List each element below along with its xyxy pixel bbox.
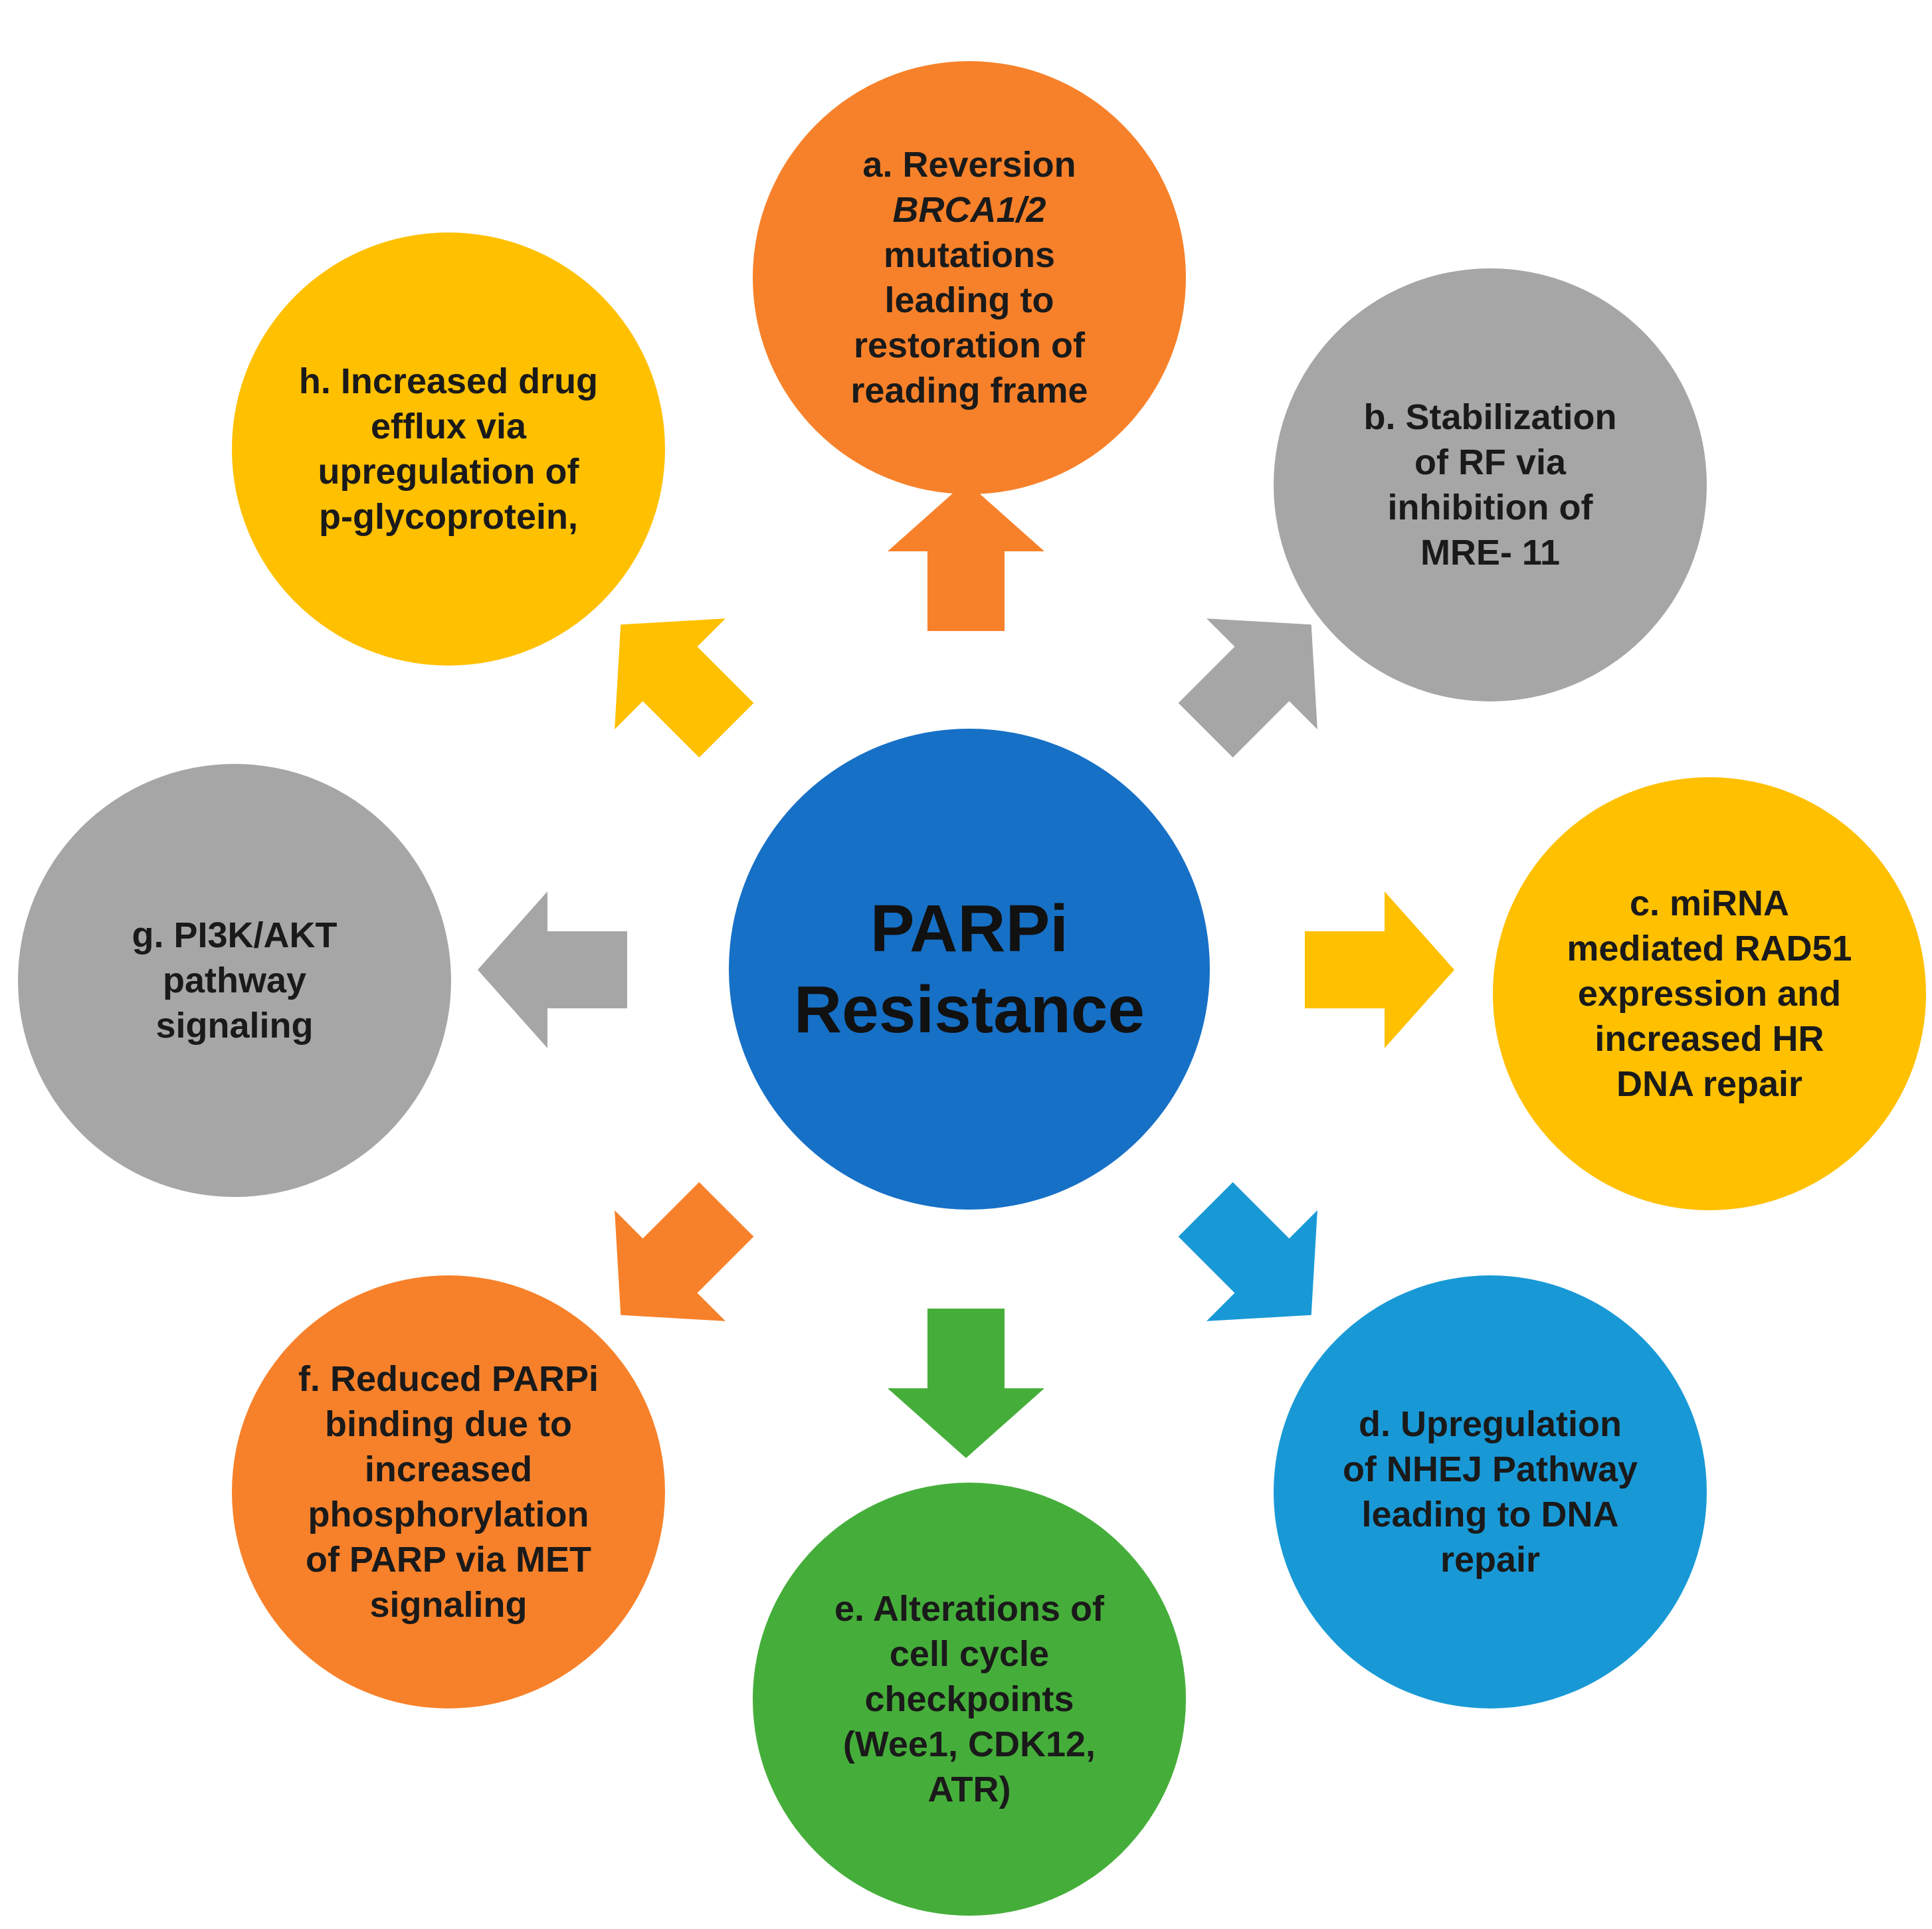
mechanism-a-line-3: mutations xyxy=(883,235,1055,275)
mechanism-a-line-5: restoration of xyxy=(853,325,1085,365)
mechanism-c-line-5: DNA repair xyxy=(1616,1064,1803,1104)
arrow-to-mechanism-b xyxy=(1178,618,1317,758)
mechanism-f-circle: f. Reduced PARPi binding due to increase… xyxy=(232,1275,665,1708)
mechanism-c-circle: c. miRNA mediated RAD51 expression and i… xyxy=(1493,777,1926,1210)
mechanism-h-line-2: efflux via xyxy=(370,407,527,446)
arrow-to-mechanism-a xyxy=(888,482,1044,631)
mechanism-g-line-1: g. PI3K/AKT xyxy=(132,915,338,955)
center-title: PARPi Resistance xyxy=(794,888,1145,1050)
mechanism-a-circle: a. Reversion BRCA1/2 mutations leading t… xyxy=(753,61,1186,494)
mechanism-c-line-1: c. miRNA xyxy=(1629,883,1790,923)
arrow-to-mechanism-d xyxy=(1178,1182,1317,1321)
mechanism-g-line-2: pathway xyxy=(162,961,307,1000)
arrow-to-mechanism-c xyxy=(1305,891,1454,1048)
mechanism-b-line-4: MRE- 11 xyxy=(1420,533,1561,573)
mechanism-b-line-2: of RF via xyxy=(1414,442,1566,482)
mechanism-c-line-4: increased HR xyxy=(1594,1019,1824,1059)
mechanism-e-line-1: e. Alterations of xyxy=(834,1589,1105,1629)
mechanism-h-text: h. Increased drug efflux via upregulatio… xyxy=(280,359,618,539)
mechanism-g-line-3: signaling xyxy=(155,1006,314,1046)
mechanism-b-circle: b. Stabilization of RF via inhibition of… xyxy=(1274,268,1707,701)
mechanism-d-line-4: repair xyxy=(1440,1540,1541,1580)
mechanism-f-line-3: increased xyxy=(364,1449,533,1489)
mechanism-b-line-3: inhibition of xyxy=(1387,488,1593,527)
arrow-to-mechanism-f xyxy=(615,1182,754,1321)
arrow-to-mechanism-h xyxy=(615,618,754,758)
mechanism-a-line-4: leading to xyxy=(884,280,1054,320)
mechanism-d-text: d. Upregulation of NHEJ Pathway leading … xyxy=(1321,1402,1660,1582)
mechanism-f-line-1: f. Reduced PARPi xyxy=(298,1359,599,1399)
mechanism-c-text: c. miRNA mediated RAD51 expression and i… xyxy=(1541,881,1879,1107)
mechanism-d-line-3: leading to DNA xyxy=(1361,1495,1619,1534)
mechanism-f-line-4: phosphorylation xyxy=(308,1495,589,1534)
mechanism-h-line-1: h. Increased drug xyxy=(298,361,599,401)
arrow-to-mechanism-g xyxy=(478,891,627,1048)
center-circle: PARPi Resistance xyxy=(729,729,1210,1210)
mechanism-f-line-6: signaling xyxy=(369,1585,528,1625)
mechanism-e-text: e. Alterations of cell cycle checkpoints… xyxy=(801,1586,1139,1812)
mechanism-d-circle: d. Upregulation of NHEJ Pathway leading … xyxy=(1274,1275,1707,1708)
mechanism-h-circle: h. Increased drug efflux via upregulatio… xyxy=(232,232,665,666)
mechanism-b-line-1: b. Stabilization xyxy=(1363,397,1617,437)
mechanism-e-line-5: ATR) xyxy=(927,1770,1011,1809)
mechanism-f-line-5: of PARP via MET xyxy=(305,1540,592,1580)
mechanism-a-text: a. Reversion BRCA1/2 mutations leading t… xyxy=(801,142,1139,413)
mechanism-a-line-1: a. Reversion xyxy=(862,145,1076,185)
mechanism-c-line-2: mediated RAD51 xyxy=(1567,929,1852,968)
mechanism-f-text: f. Reduced PARPi binding due to increase… xyxy=(280,1356,618,1627)
mechanism-a-line-6: reading frame xyxy=(850,371,1088,411)
mechanism-e-line-4: (Wee1, CDK12, xyxy=(842,1724,1096,1764)
mechanism-e-line-2: cell cycle xyxy=(889,1634,1050,1674)
mechanism-g-circle: g. PI3K/AKT pathway signaling xyxy=(18,764,451,1197)
mechanism-c-line-3: expression and xyxy=(1577,974,1842,1014)
center-title-line-2: Resistance xyxy=(793,972,1145,1047)
center-title-line-1: PARPi xyxy=(870,891,1069,966)
mechanism-h-line-4: p-glycoprotein, xyxy=(318,497,578,537)
arrow-to-mechanism-e xyxy=(888,1309,1044,1458)
mechanism-a-line-2: BRCA1/2 xyxy=(892,190,1046,230)
mechanism-e-circle: e. Alterations of cell cycle checkpoints… xyxy=(753,1483,1186,1916)
mechanism-d-line-1: d. Upregulation xyxy=(1359,1404,1622,1444)
mechanism-d-line-2: of NHEJ Pathway xyxy=(1342,1449,1638,1489)
mechanism-f-line-2: binding due to xyxy=(325,1404,572,1444)
mechanism-b-text: b. Stabilization of RF via inhibition of… xyxy=(1321,395,1660,575)
mechanism-h-line-3: upregulation of xyxy=(318,452,579,492)
mechanism-g-text: g. PI3K/AKT pathway signaling xyxy=(66,913,404,1048)
mechanism-e-line-3: checkpoints xyxy=(864,1679,1074,1719)
